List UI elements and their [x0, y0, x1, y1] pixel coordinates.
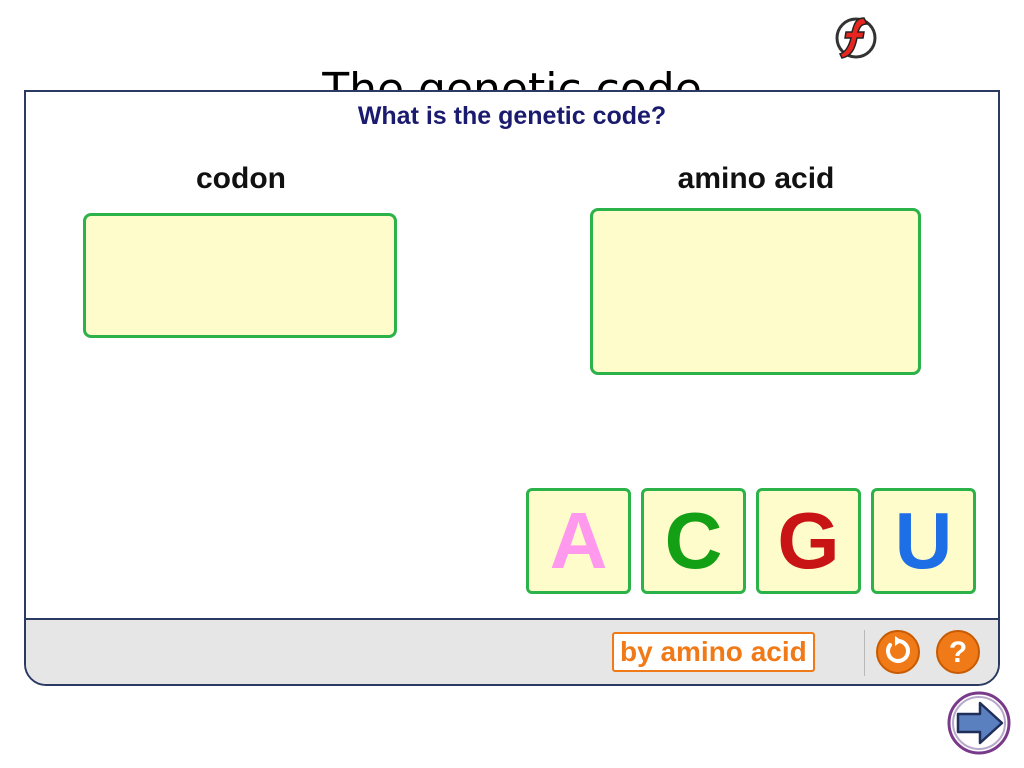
base-tile-u[interactable]: U: [871, 488, 976, 594]
activity-panel: What is the genetic code? codon amino ac…: [24, 90, 1000, 686]
codon-drop-zone[interactable]: [83, 213, 397, 338]
codon-label: codon: [196, 162, 286, 195]
base-letter-a: A: [549, 496, 608, 585]
help-label: ?: [949, 636, 967, 669]
base-tile-c[interactable]: C: [641, 488, 746, 594]
base-letter-g: G: [777, 496, 840, 585]
footer-divider: [864, 630, 865, 676]
base-tile-g[interactable]: G: [756, 488, 861, 594]
reset-icon[interactable]: [875, 629, 921, 675]
help-icon: ?: [936, 630, 980, 674]
by-amino-acid-button[interactable]: by amino acid: [612, 632, 815, 672]
base-tiles: A C G U: [526, 488, 976, 594]
base-letter-c: C: [664, 496, 723, 585]
help-button[interactable]: ?: [935, 629, 981, 675]
base-tile-a[interactable]: A: [526, 488, 631, 594]
base-letter-u: U: [894, 496, 953, 585]
panel-footer: by amino acid ?: [26, 618, 998, 684]
next-arrow-icon[interactable]: [946, 690, 1012, 756]
amino-acid-label: amino acid: [677, 162, 835, 195]
activity-heading: What is the genetic code?: [357, 102, 667, 130]
amino-acid-drop-zone[interactable]: [590, 208, 921, 375]
flash-icon: [835, 17, 877, 59]
